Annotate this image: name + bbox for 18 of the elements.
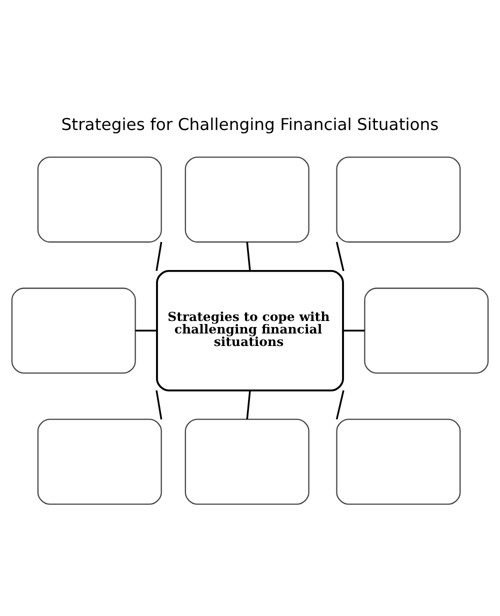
connector xyxy=(246,241,251,270)
connector xyxy=(336,241,344,271)
node-box xyxy=(336,418,461,504)
node-box xyxy=(184,418,310,504)
node-box xyxy=(37,156,162,242)
connector xyxy=(343,329,365,332)
connector xyxy=(336,390,344,420)
node-box xyxy=(364,287,489,374)
connector xyxy=(156,390,162,419)
connector xyxy=(135,329,157,332)
node-box xyxy=(184,156,310,242)
node-box xyxy=(336,156,461,242)
node-box xyxy=(37,418,162,504)
node-box: Strategies to cope with challenging financial situations xyxy=(156,269,344,391)
node-box xyxy=(11,287,136,374)
connector xyxy=(156,241,162,271)
connector xyxy=(246,390,251,419)
diagram-title: Strategies for Challenging Financial Situations xyxy=(61,114,439,134)
